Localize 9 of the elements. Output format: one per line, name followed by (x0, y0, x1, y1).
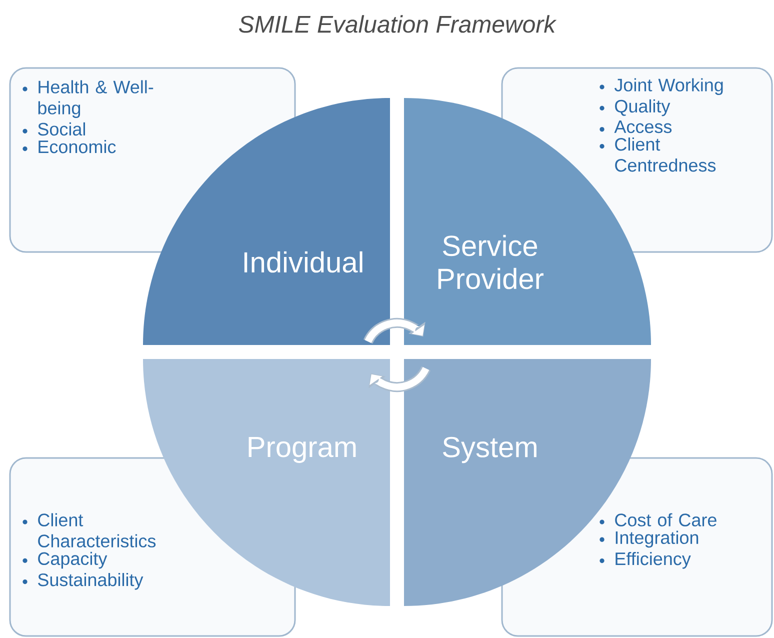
bullet-item: Economic (22, 140, 116, 154)
bullet-item: Joint Working (600, 78, 723, 95)
bullet-item: Capacity (22, 552, 108, 569)
bullet-item: Sustainability (22, 573, 144, 590)
cycle-arrow (368, 366, 430, 392)
bullet-item: Social (22, 122, 85, 136)
quarter-segment: Individual (143, 98, 390, 345)
cycle-arrow (364, 318, 426, 344)
title: SMILE Evaluation Framework (238, 15, 557, 33)
